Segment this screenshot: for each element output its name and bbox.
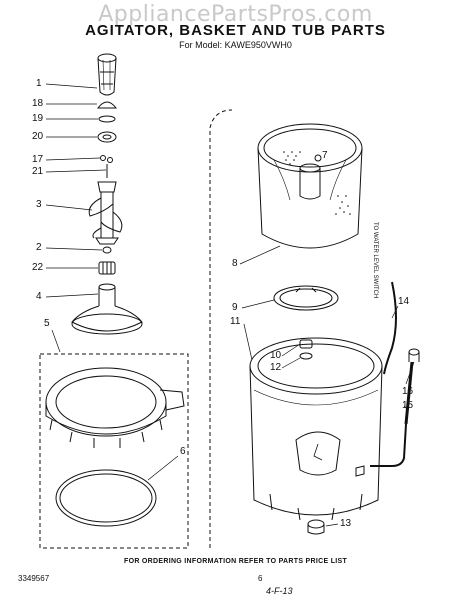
callout-22: 22 [32,262,44,273]
diagram-title: AGITATOR, BASKET AND TUB PARTS [85,22,386,39]
part-8-wash-basket [257,123,363,249]
part-20-washer [97,131,117,143]
part-19-ring [98,115,116,123]
callout-7: 7 [322,150,328,161]
callout-2: 2 [36,242,42,253]
callout-8: 8 [232,258,238,269]
callout-20: 20 [32,131,44,142]
callout-10: 10 [270,350,282,361]
callout-16: 16 [402,386,414,397]
part-agitator-cap [97,53,117,96]
drawing-code: 3349567 [18,574,50,583]
callout-14: 14 [398,296,410,307]
part-17-clips [100,155,113,163]
callout-13: 13 [340,518,352,529]
watermark: AppliancePartsPros.com [98,2,373,27]
part-5-tub-ring [45,367,185,448]
model-subtitle: For Model: KAWE950VWH0 [179,40,292,50]
callout-5: 5 [44,318,50,329]
callout-9: 9 [232,302,238,313]
callout-18: 18 [32,98,44,109]
part-3-agitator-auger [88,181,123,245]
part-11-outer-tub [249,337,383,521]
callout-12: 12 [270,362,282,373]
part-22-spline-coupler [98,261,116,275]
callout-11: 11 [230,316,241,327]
part-5-group-box [39,353,189,549]
callout-21: 21 [32,166,44,177]
part-14-air-hose [383,281,397,375]
callout-15: 15 [402,400,414,411]
part-2-dog [102,246,112,254]
callout-leader-lines [45,83,415,527]
right-assembly-frame [209,109,233,548]
part-15-air-dome-tube [370,361,414,467]
callout-4: 4 [36,291,42,302]
part-9-basket-drive-hub [273,285,339,311]
callout-6: 6 [180,446,186,457]
handwritten-note: 4-F-13 [266,586,293,596]
callout-1: 1 [36,78,42,89]
part-16-air-dome [408,348,420,362]
callout-17: 17 [32,154,44,165]
callout-3: 3 [36,199,42,210]
page-number: 6 [258,574,263,583]
part-18-cap-seal [96,101,118,109]
part-12-bearing [299,352,313,360]
part-13-tub-drain-fitting [307,519,325,535]
part-7-basket-nut [314,154,322,162]
ordering-footer: FOR ORDERING INFORMATION REFER TO PARTS … [124,558,348,565]
part-6-tub-gasket [55,469,157,527]
part-4-agitator-base [71,283,143,335]
water-level-switch-label: TO WATER LEVEL SWITCH [372,222,378,299]
callout-19: 19 [32,113,44,124]
